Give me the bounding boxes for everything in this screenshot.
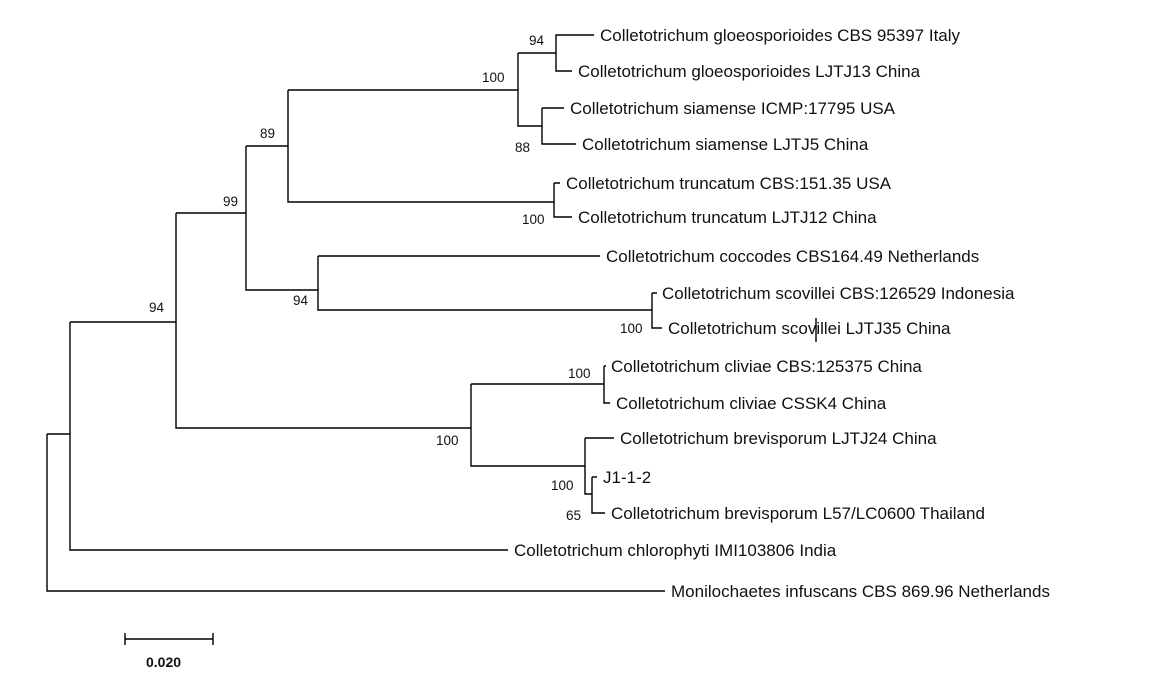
tree-branches — [46, 34, 817, 592]
taxon-label: Colletotrichum siamense LJTJ5 China — [582, 135, 869, 154]
main-node — [175, 213, 471, 429]
bootstrap-value: 89 — [260, 126, 275, 141]
taxon-label: Colletotrichum scovillei LJTJ35 China — [668, 319, 951, 338]
bootstrap-value: 88 — [515, 140, 530, 155]
taxon-label: Colletotrichum brevisporum LJTJ24 China — [620, 429, 937, 448]
taxon-label: Colletotrichum chlorophyti IMI103806 Ind… — [514, 541, 837, 560]
taxon-label: Colletotrichum gloeosporioides CBS 95397… — [600, 26, 961, 45]
node-89 — [246, 90, 554, 203]
bootstrap-value: 100 — [568, 366, 591, 381]
bootstrap-value: 100 — [482, 70, 505, 85]
node-siam — [541, 107, 576, 145]
node-brev — [584, 437, 614, 495]
bootstrap-value: 94 — [529, 33, 545, 48]
scale-bar-line — [124, 633, 214, 645]
node-scov — [651, 292, 662, 329]
taxon-label: Colletotrichum scovillei CBS:126529 Indo… — [662, 284, 1015, 303]
bootstrap-value: 94 — [149, 300, 165, 315]
taxon-label: Colletotrichum gloeosporioides LJTJ13 Ch… — [578, 62, 921, 81]
support-values: 94 100 88 89 100 99 94 100 94 100 100 10… — [149, 33, 643, 523]
node-gloeo — [518, 34, 594, 72]
node-gloeo-siam — [288, 53, 542, 127]
bootstrap-value: 100 — [522, 212, 545, 227]
taxon-label: Monilochaetes infuscans CBS 869.96 Nethe… — [671, 582, 1050, 601]
node-cliv-brev — [470, 383, 604, 467]
taxon-label: Colletotrichum truncatum LJTJ12 China — [578, 208, 877, 227]
root-node — [46, 434, 665, 592]
scale-bar: 0.020 — [124, 633, 214, 670]
taxon-label: J1-1-2 — [603, 468, 651, 487]
node-trunc — [553, 182, 572, 218]
leaf-labels: Colletotrichum gloeosporioides CBS 95397… — [514, 26, 1050, 601]
bootstrap-value: 100 — [436, 433, 459, 448]
bootstrap-value: 94 — [293, 293, 309, 308]
bootstrap-value: 100 — [620, 321, 643, 336]
scale-bar-label: 0.020 — [146, 654, 181, 670]
taxon-label: Colletotrichum truncatum CBS:151.35 USA — [566, 174, 892, 193]
node-cocc-scov — [317, 255, 652, 311]
node-j-thai — [591, 476, 605, 514]
taxon-label: Colletotrichum coccodes CBS164.49 Nether… — [606, 247, 979, 266]
ingroup-node — [69, 322, 508, 551]
taxon-label: Colletotrichum brevisporum L57/LC0600 Th… — [611, 504, 985, 523]
taxon-label: Colletotrichum siamense ICMP:17795 USA — [570, 99, 896, 118]
taxon-label: Colletotrichum cliviae CBS:125375 China — [611, 357, 922, 376]
node-99 — [176, 146, 318, 291]
bootstrap-value: 65 — [566, 508, 581, 523]
node-cliv — [603, 365, 610, 404]
bootstrap-value: 100 — [551, 478, 574, 493]
bootstrap-value: 99 — [223, 194, 238, 209]
taxon-label: Colletotrichum cliviae CSSK4 China — [616, 394, 887, 413]
